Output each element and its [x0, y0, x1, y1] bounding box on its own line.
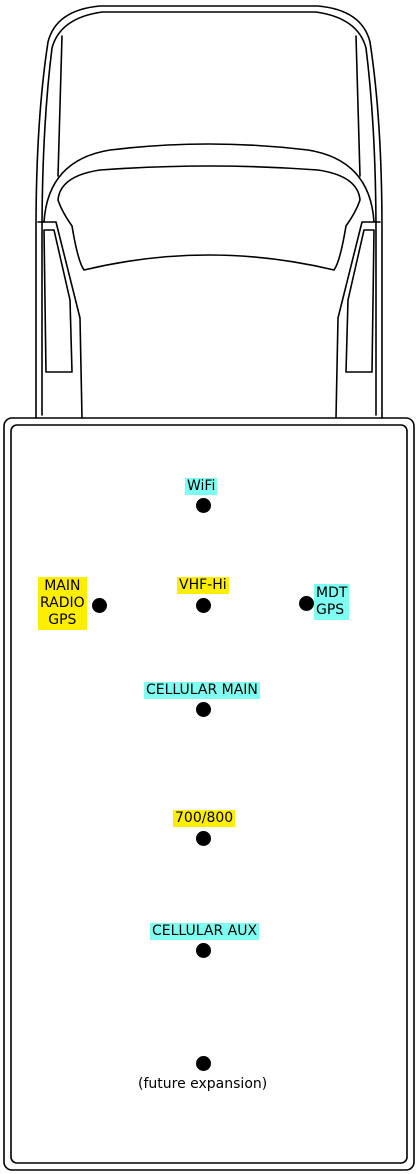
left-mirror	[43, 229, 73, 373]
mdt-gps-antenna-dot	[299, 596, 314, 611]
cellular-aux-antenna-dot	[196, 943, 211, 958]
right-mirror	[345, 229, 375, 373]
mdt-gps-label: MDT GPS	[314, 584, 350, 620]
cellular-main-label: CELLULAR MAIN	[144, 682, 260, 699]
wifi-antenna-dot	[196, 498, 211, 513]
wifi-label: WiFi	[185, 478, 218, 495]
mdt-gps-line-1: MDT	[316, 585, 348, 601]
right-door-line	[335, 221, 381, 419]
band-700-800-antenna-dot	[196, 831, 211, 846]
vhf-hi-antenna-dot	[196, 598, 211, 613]
vhf-hi-label: VHF-Hi	[177, 577, 229, 594]
main-radio-gps-label: MAIN RADIO GPS	[38, 577, 87, 630]
right-pillar	[355, 35, 361, 177]
cab-body-inner	[41, 11, 377, 416]
cellular-main-antenna-dot	[196, 702, 211, 717]
band-700-800-label: 700/800	[173, 810, 236, 827]
cab-body-outline	[35, 5, 383, 419]
future-expansion-label: (future expansion)	[138, 1076, 268, 1092]
left-door-line	[37, 221, 83, 419]
cargo-box-outer	[3, 417, 415, 1171]
main-radio-gps-line-1: MAIN	[44, 578, 81, 594]
cargo-box-inner	[10, 424, 408, 1164]
future-expansion-antenna-dot	[196, 1056, 211, 1071]
mdt-gps-line-2: GPS	[316, 602, 345, 618]
left-pillar	[57, 35, 63, 177]
windshield	[57, 165, 361, 271]
main-radio-gps-line-2: RADIO	[40, 595, 85, 611]
hood-outline	[43, 143, 375, 223]
cellular-aux-label: CELLULAR AUX	[150, 923, 260, 940]
main-radio-gps-line-3: GPS	[48, 612, 77, 628]
main-radio-gps-antenna-dot	[92, 598, 107, 613]
